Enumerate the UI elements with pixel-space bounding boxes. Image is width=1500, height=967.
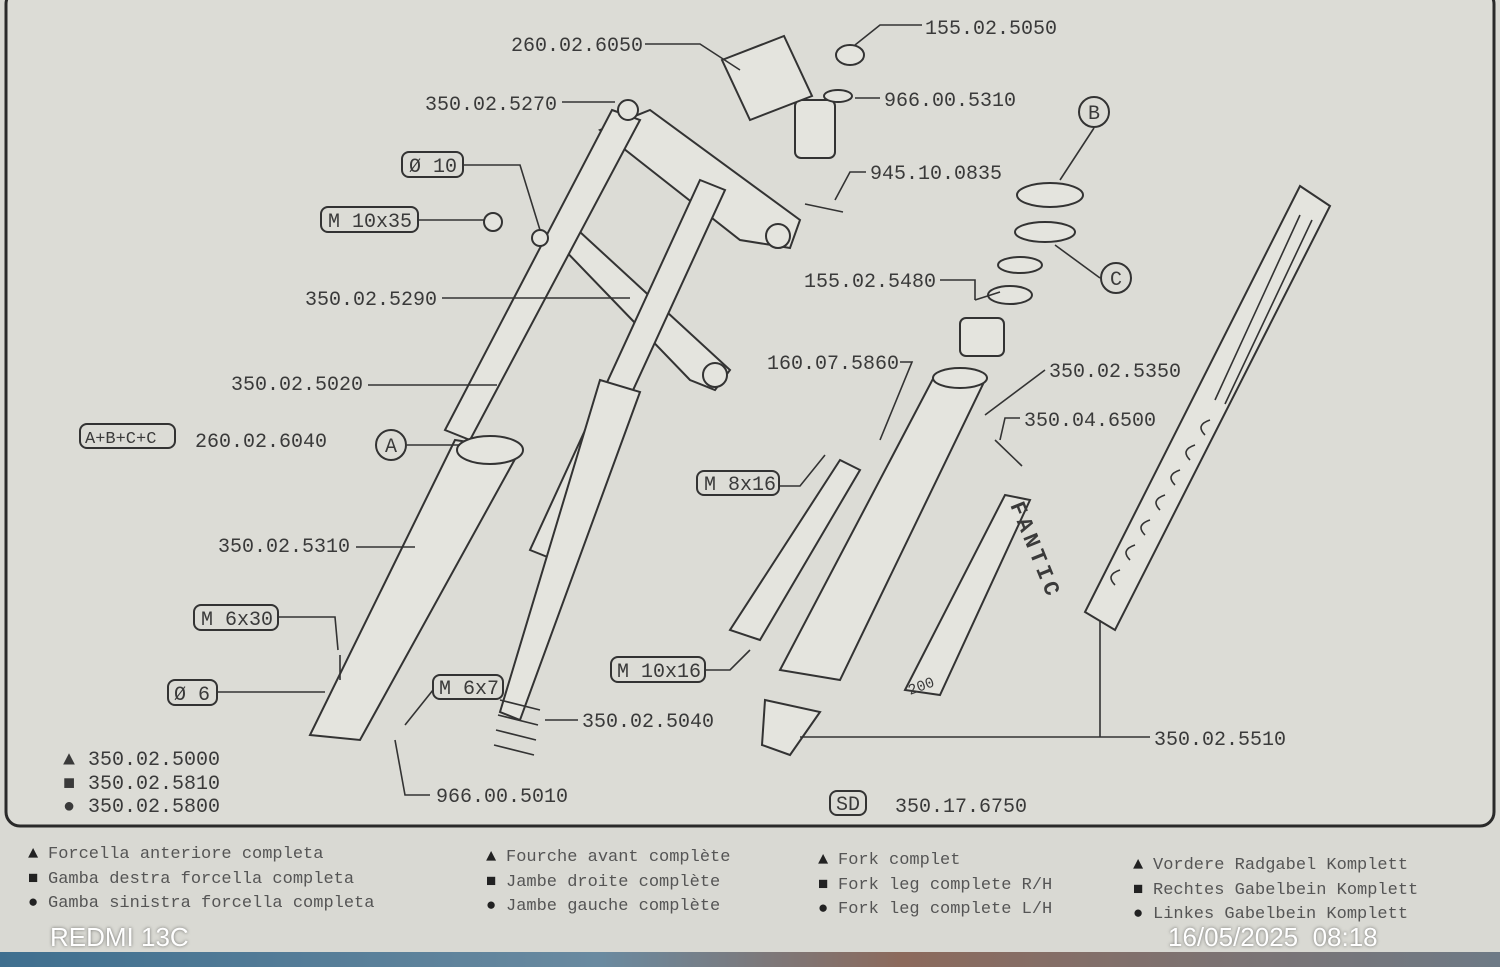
part-label: 350.02.5290 <box>305 289 437 312</box>
square-icon: ■ <box>486 872 497 892</box>
legend-text: Gamba sinistra forcella completa <box>48 894 375 913</box>
boxed-label-d6: Ø 6 <box>174 684 210 707</box>
part-label: 260.02.6040 <box>195 431 327 454</box>
circle-icon: ● <box>28 894 39 913</box>
square-icon: ■ <box>28 869 39 889</box>
square-icon: ■ <box>818 875 829 895</box>
triangle-icon: ▲ <box>818 851 829 870</box>
right-fork-leg <box>728 182 1084 757</box>
left-fork-assembly <box>308 34 865 756</box>
square-icon: ■ <box>1133 880 1144 900</box>
legend-text: Fork leg complete L/H <box>838 900 1053 919</box>
assembly-symbol: ▲ <box>63 749 75 772</box>
spring-kit <box>1083 184 1332 632</box>
legend-text: Linkes Gabelbein Komplett <box>1153 905 1409 924</box>
part-label: 350.02.5510 <box>1154 729 1286 752</box>
callout-b: B <box>1088 103 1100 126</box>
legend-text: Fourche avant complète <box>506 848 731 867</box>
boxed-label-d10: Ø 10 <box>409 156 457 179</box>
legend-text: Gamba destra forcella completa <box>48 869 355 889</box>
legend-text: Fork leg complete R/H <box>838 875 1053 895</box>
assembly-symbol: ■ <box>63 773 75 796</box>
part-label: 350.02.5040 <box>582 711 714 734</box>
boxed-label-m8x16: M 8x16 <box>704 474 776 497</box>
assembly-symbol: ● <box>63 796 75 819</box>
part-label: 350.02.5310 <box>218 536 350 559</box>
part-label: 350.02.5350 <box>1049 361 1181 384</box>
legend-text: Rechtes Gabelbein Komplett <box>1153 880 1419 900</box>
part-label: 945.10.0835 <box>870 163 1002 186</box>
triangle-icon: ▲ <box>28 845 39 864</box>
datetime-watermark: 16/05/2025 08:18 <box>1168 922 1378 952</box>
triangle-icon: ▲ <box>486 848 497 867</box>
legend-english: ▲ Fork complet ■ Fork leg complete R/H ● Fo… <box>818 849 1052 923</box>
callout-a: A <box>385 436 397 459</box>
part-label: 350.02.5020 <box>231 374 363 397</box>
part-label: 966.00.5310 <box>884 90 1016 113</box>
circle-icon: ● <box>1133 905 1144 924</box>
boxed-label-m10x35: M 10x35 <box>328 211 412 234</box>
assembly-code: 350.02.5800 <box>88 796 220 819</box>
part-label: 260.02.6050 <box>511 35 643 58</box>
legend-italian: ▲ Forcella anteriore completa ■ Gamba dest… <box>28 843 374 917</box>
circle-icon: ● <box>486 897 497 916</box>
part-label: 155.02.5480 <box>804 271 936 294</box>
part-label: 966.00.5010 <box>436 786 568 809</box>
part-label: 350.02.5270 <box>425 94 557 117</box>
boxed-label-m10x16: M 10x16 <box>617 661 701 684</box>
legend-text: Vordere Radgabel Komplett <box>1153 856 1409 875</box>
legend-text: Forcella anteriore completa <box>48 845 324 864</box>
legend-french: ▲ Fourche avant complète ■ Jambe droite co… <box>486 846 730 920</box>
device-watermark: REDMI 13C <box>50 922 189 952</box>
part-label: 155.02.5050 <box>925 18 1057 41</box>
assembly-code: 350.02.5000 <box>88 749 220 772</box>
boxed-label-abcc: A+B+C+C <box>85 430 156 449</box>
circle-icon: ● <box>818 900 829 919</box>
legend-text: Fork complet <box>838 851 961 870</box>
boxed-label-m6x7: M 6x7 <box>439 678 499 701</box>
boxed-label-m6x30: M 6x30 <box>201 609 273 632</box>
diagram-frame <box>4 0 1496 828</box>
legend-text: Jambe gauche complète <box>506 897 721 916</box>
legend-german: ▲ Vordere Radgabel Komplett ■ Rechtes Gabe… <box>1133 854 1418 928</box>
part-label: 350.04.6500 <box>1024 410 1156 433</box>
legend-text: Jambe droite complète <box>506 872 721 892</box>
leader-lines <box>217 24 1150 796</box>
callout-c: C <box>1110 269 1122 292</box>
triangle-icon: ▲ <box>1133 856 1144 875</box>
part-label: 160.07.5860 <box>767 353 899 376</box>
assembly-code: 350.02.5810 <box>88 773 220 796</box>
boxed-label-sd: SD <box>836 794 860 817</box>
part-label: 350.17.6750 <box>895 796 1027 819</box>
photo-bottom-edge <box>0 952 1500 967</box>
